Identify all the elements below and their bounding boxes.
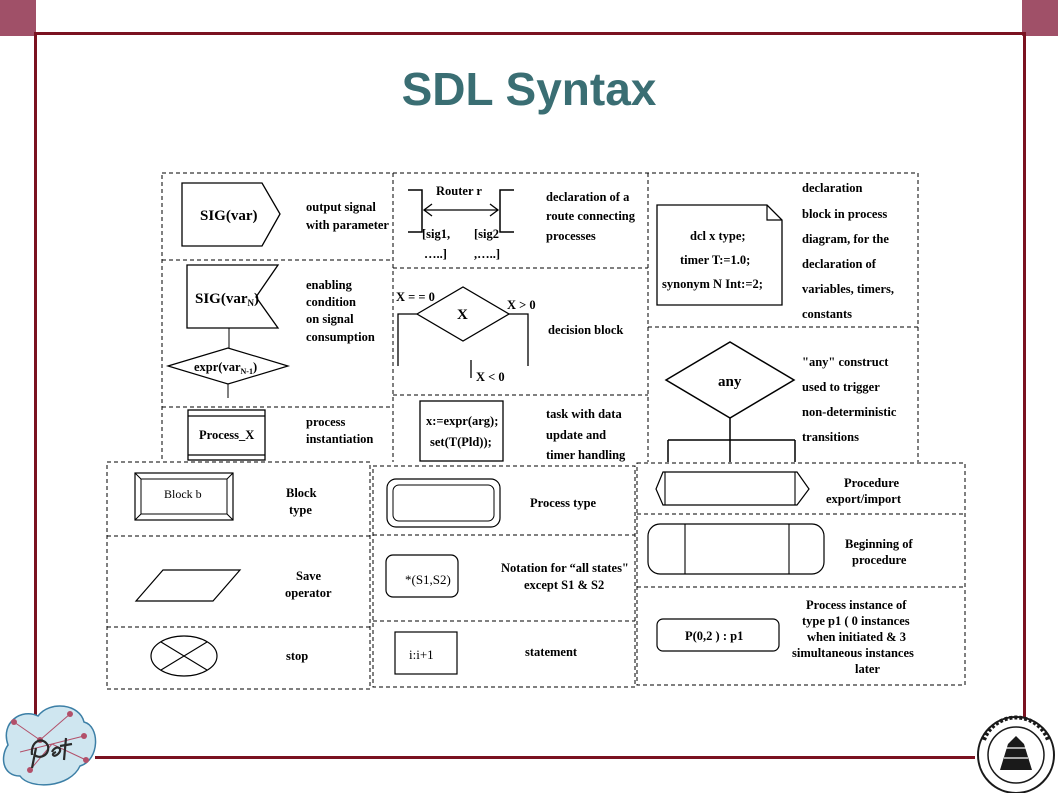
decision-gt-label: X > 0	[507, 298, 536, 312]
enabling-condition-label: expr(varN-1)	[194, 360, 257, 376]
decision-eq-label: X = = 0	[396, 290, 435, 304]
input-signal-symbol	[186, 264, 280, 329]
pet-unit-logo	[2, 705, 97, 786]
block-type-symbol	[134, 472, 234, 521]
statement-symbol	[394, 631, 458, 675]
task-code: x:=expr(arg); set(T(Pld));	[426, 414, 502, 449]
task-desc: task with data update and timer handling	[546, 407, 626, 462]
bottom-grid	[106, 461, 966, 690]
save-operator-symbol	[134, 569, 242, 602]
decision-label: X	[457, 307, 468, 323]
enabling-condition-symbol	[165, 347, 291, 385]
process-instance-desc: process instantiation	[306, 415, 373, 446]
output-signal-desc: output signal with parameter	[306, 200, 389, 232]
top-left-corner-block	[0, 0, 36, 36]
all-states-desc: Notation for “all states" except S1 & S2	[501, 561, 632, 592]
statement-label: i:i+1	[409, 647, 434, 662]
process-instance-type-label: P(0,2 ) : p1	[685, 629, 743, 643]
institute-seal-logo	[977, 715, 1055, 793]
route-desc: declaration of a route connecting proces…	[546, 190, 638, 243]
input-signal-label: SIG(varN)	[195, 291, 259, 308]
block-type-desc: Block type	[286, 486, 320, 517]
any-symbol	[664, 341, 796, 419]
any-desc: "any" construct used to trigger non-dete…	[802, 355, 900, 444]
slide-frame	[34, 32, 1026, 756]
task-symbol	[419, 400, 504, 462]
process-instance-label: Process_X	[199, 428, 254, 442]
enabling-condition-desc: enabling condition on signal consumption	[306, 278, 375, 344]
procedure-export-symbol	[655, 471, 810, 506]
declaration-symbol	[656, 204, 783, 306]
output-signal-label: SIG(var)	[200, 208, 258, 224]
declaration-code: dcl x type; timer T:=1.0; synonym N Int:…	[662, 229, 763, 291]
statement-desc: statement	[525, 645, 578, 659]
decision-lt-label: X < 0	[476, 370, 505, 384]
block-type-label: Block b	[164, 487, 202, 501]
stop-desc: stop	[286, 649, 308, 663]
process-type-symbol	[386, 478, 501, 528]
any-label: any	[718, 374, 742, 390]
save-operator-desc: Save operator	[285, 569, 332, 600]
procedure-start-symbol	[647, 523, 825, 575]
process-type-desc: Process type	[530, 496, 597, 510]
route-sig1: [sig1, …..]	[422, 227, 453, 261]
router-left-bracket	[408, 189, 423, 233]
procedure-export-desc: Procedure export/import	[826, 476, 902, 506]
process-instance-symbol	[187, 409, 266, 461]
all-states-symbol	[385, 554, 459, 598]
footer-rule	[95, 756, 975, 759]
all-states-label: *(S1,S2)	[405, 572, 451, 587]
procedure-start-desc: Beginning of procedure	[845, 537, 916, 567]
slide-title: SDL Syntax	[401, 63, 657, 115]
output-signal-symbol	[181, 182, 281, 247]
route-sig2: [sig2 ,…..]	[474, 227, 502, 261]
declaration-desc: declaration block in process diagram, fo…	[802, 181, 897, 321]
process-instance-type-symbol	[656, 618, 780, 652]
decision-desc: decision block	[548, 323, 623, 337]
router-right-bracket	[499, 189, 514, 233]
top-right-corner-block	[1022, 0, 1058, 36]
router-label: Router r	[436, 184, 482, 198]
process-instance-type-desc: Process instance of type p1 ( 0 instance…	[792, 598, 917, 676]
